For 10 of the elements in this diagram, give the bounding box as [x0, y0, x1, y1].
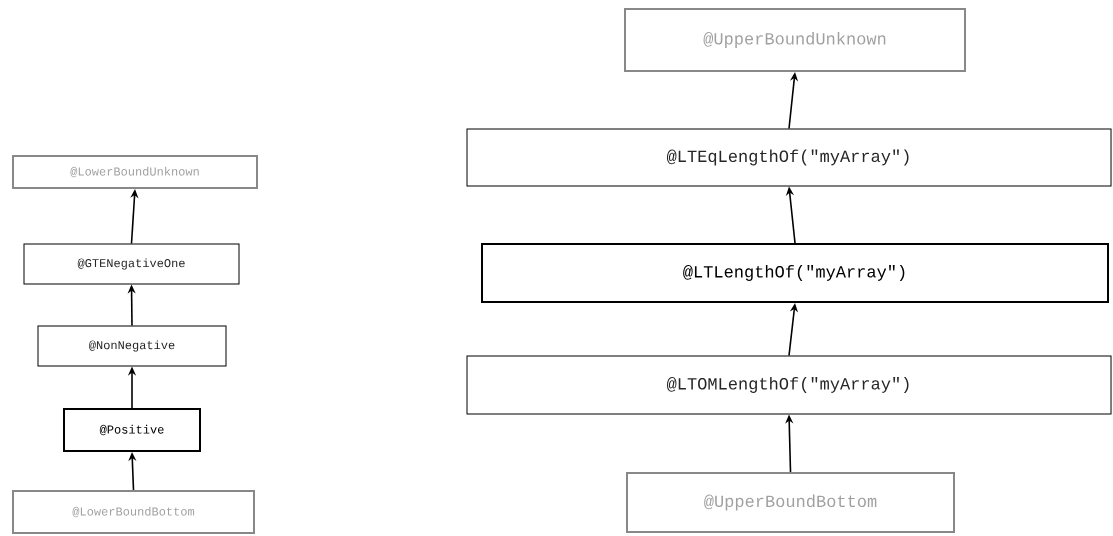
type-box: @UpperBoundUnknown — [624, 8, 966, 72]
type-box: @LTEqLengthOf("myArray") — [466, 128, 1112, 187]
type-box: @LowerBoundBottom — [12, 490, 255, 534]
type-box: @UpperBoundBottom — [626, 472, 955, 533]
type-box: @GTENegativeOne — [23, 243, 240, 285]
type-box: @LTLengthOf("myArray") — [481, 243, 1109, 303]
type-box: @LTOMLengthOf("myArray") — [466, 355, 1112, 415]
type-box: @NonNegative — [37, 325, 227, 367]
type-box: @Positive — [63, 408, 201, 452]
type-box: @LowerBoundUnknown — [12, 155, 258, 189]
